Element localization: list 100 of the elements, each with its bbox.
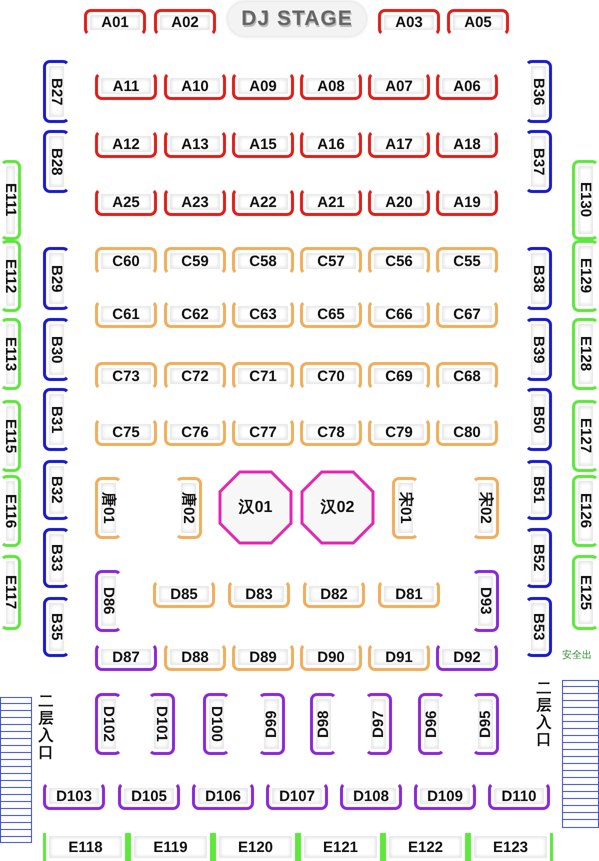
seat-section: D101 xyxy=(148,693,175,755)
seat-section: C65 xyxy=(300,300,362,328)
seat-section: B31 xyxy=(43,388,70,451)
seat-section: A10 xyxy=(164,72,226,100)
seat-section: E123 xyxy=(468,833,553,861)
seat-section: C71 xyxy=(232,362,294,390)
seat-section: 宋01 xyxy=(392,477,419,539)
entrance-label: 二层入口 xyxy=(38,693,54,761)
exit-label: 安全出 xyxy=(562,648,592,662)
seat-section: B53 xyxy=(525,597,552,657)
seat-section: A23 xyxy=(164,188,226,216)
seat-section: B51 xyxy=(525,460,552,520)
seat-section: C72 xyxy=(164,362,226,390)
seat-section: B39 xyxy=(525,318,552,381)
seat-section: D82 xyxy=(303,580,365,608)
entrance-label: 二层入口 xyxy=(536,680,552,748)
seat-section: C77 xyxy=(232,418,294,446)
seat-section: E130 xyxy=(572,160,599,240)
seat-section: C63 xyxy=(232,300,294,328)
seat-section: A20 xyxy=(368,188,430,216)
seat-section: C58 xyxy=(232,247,294,275)
seat-section: C78 xyxy=(300,418,362,446)
seat-section: D99 xyxy=(258,693,285,755)
seat-section: B52 xyxy=(525,528,552,588)
seat-section: B27 xyxy=(43,60,70,123)
seat-section: A17 xyxy=(368,130,430,158)
seat-section: E129 xyxy=(572,240,599,312)
seat-section: C75 xyxy=(95,418,157,446)
seat-section: D87 xyxy=(95,643,157,671)
seat-section: D107 xyxy=(266,782,328,810)
seat-section: C67 xyxy=(436,300,498,328)
seat-section: B33 xyxy=(43,528,70,588)
seat-section: B50 xyxy=(525,388,552,451)
seat-section: E122 xyxy=(383,833,468,861)
seat-section: E128 xyxy=(572,318,599,390)
seat-section: B36 xyxy=(525,60,552,123)
seat-section: C55 xyxy=(436,247,498,275)
seat-section: C66 xyxy=(368,300,430,328)
seat-section: D92 xyxy=(436,643,498,671)
seat-section: A03 xyxy=(378,9,440,36)
seat-section: E126 xyxy=(572,475,599,547)
seat-section: C69 xyxy=(368,362,430,390)
seat-section: E113 xyxy=(0,318,21,390)
seat-section: D95 xyxy=(472,693,499,755)
seat-section: C76 xyxy=(164,418,226,446)
seat-section: D98 xyxy=(310,693,337,755)
seat-section: A21 xyxy=(300,188,362,216)
seat-section: E127 xyxy=(572,400,599,472)
seat-section: 唐02 xyxy=(175,477,202,539)
seat-section: C60 xyxy=(95,247,157,275)
seat-section: C68 xyxy=(436,362,498,390)
seat-section: D109 xyxy=(414,782,476,810)
seat-section: D91 xyxy=(368,643,430,671)
seat-section: E120 xyxy=(213,833,298,861)
seat-section: A18 xyxy=(436,130,498,158)
seat-section: C56 xyxy=(368,247,430,275)
seat-section: B30 xyxy=(43,318,70,381)
seat-section: D88 xyxy=(164,643,226,671)
seat-section: D81 xyxy=(378,580,440,608)
seat-section: A05 xyxy=(447,9,509,36)
seat-section: A07 xyxy=(368,72,430,100)
seat-section: A19 xyxy=(436,188,498,216)
seat-section: D89 xyxy=(232,643,294,671)
seat-section: A16 xyxy=(300,130,362,158)
seat-section: B38 xyxy=(525,247,552,310)
seat-section: E111 xyxy=(0,160,21,240)
seat-section: E112 xyxy=(0,240,21,312)
seat-section: B29 xyxy=(43,247,70,310)
seat-section: E121 xyxy=(298,833,383,861)
seat-section: D85 xyxy=(153,580,215,608)
seat-section: E116 xyxy=(0,475,21,547)
seat-section: D96 xyxy=(418,693,445,755)
seat-section: C73 xyxy=(95,362,157,390)
seat-section: D110 xyxy=(488,782,550,810)
seat-section: A11 xyxy=(95,72,157,100)
seat-section: D108 xyxy=(340,782,402,810)
seat-section: B35 xyxy=(43,597,70,657)
seat-section: D102 xyxy=(95,693,122,755)
seat-section: D103 xyxy=(43,782,105,810)
seat-section: A06 xyxy=(436,72,498,100)
octagon-table: 汉02 xyxy=(300,470,375,545)
seat-section: E119 xyxy=(128,833,213,861)
seat-section: B28 xyxy=(43,130,70,193)
seat-section: 唐01 xyxy=(95,477,122,539)
octagon-table: 汉01 xyxy=(218,470,293,545)
seat-section: C59 xyxy=(164,247,226,275)
seat-section: A08 xyxy=(300,72,362,100)
seat-section: D105 xyxy=(118,782,180,810)
seat-section: E117 xyxy=(0,555,21,630)
seat-section: C79 xyxy=(368,418,430,446)
seat-section: 宋02 xyxy=(472,477,499,539)
seat-section: A02 xyxy=(154,9,216,36)
seat-section: A12 xyxy=(95,130,157,158)
seat-section: C62 xyxy=(164,300,226,328)
stage-box: DJ STAGE xyxy=(228,2,366,36)
seat-section: E118 xyxy=(43,833,128,861)
seat-section: D86 xyxy=(95,570,122,632)
seat-section: D97 xyxy=(365,693,392,755)
seat-section: A09 xyxy=(232,72,294,100)
seat-section: E125 xyxy=(572,555,599,630)
